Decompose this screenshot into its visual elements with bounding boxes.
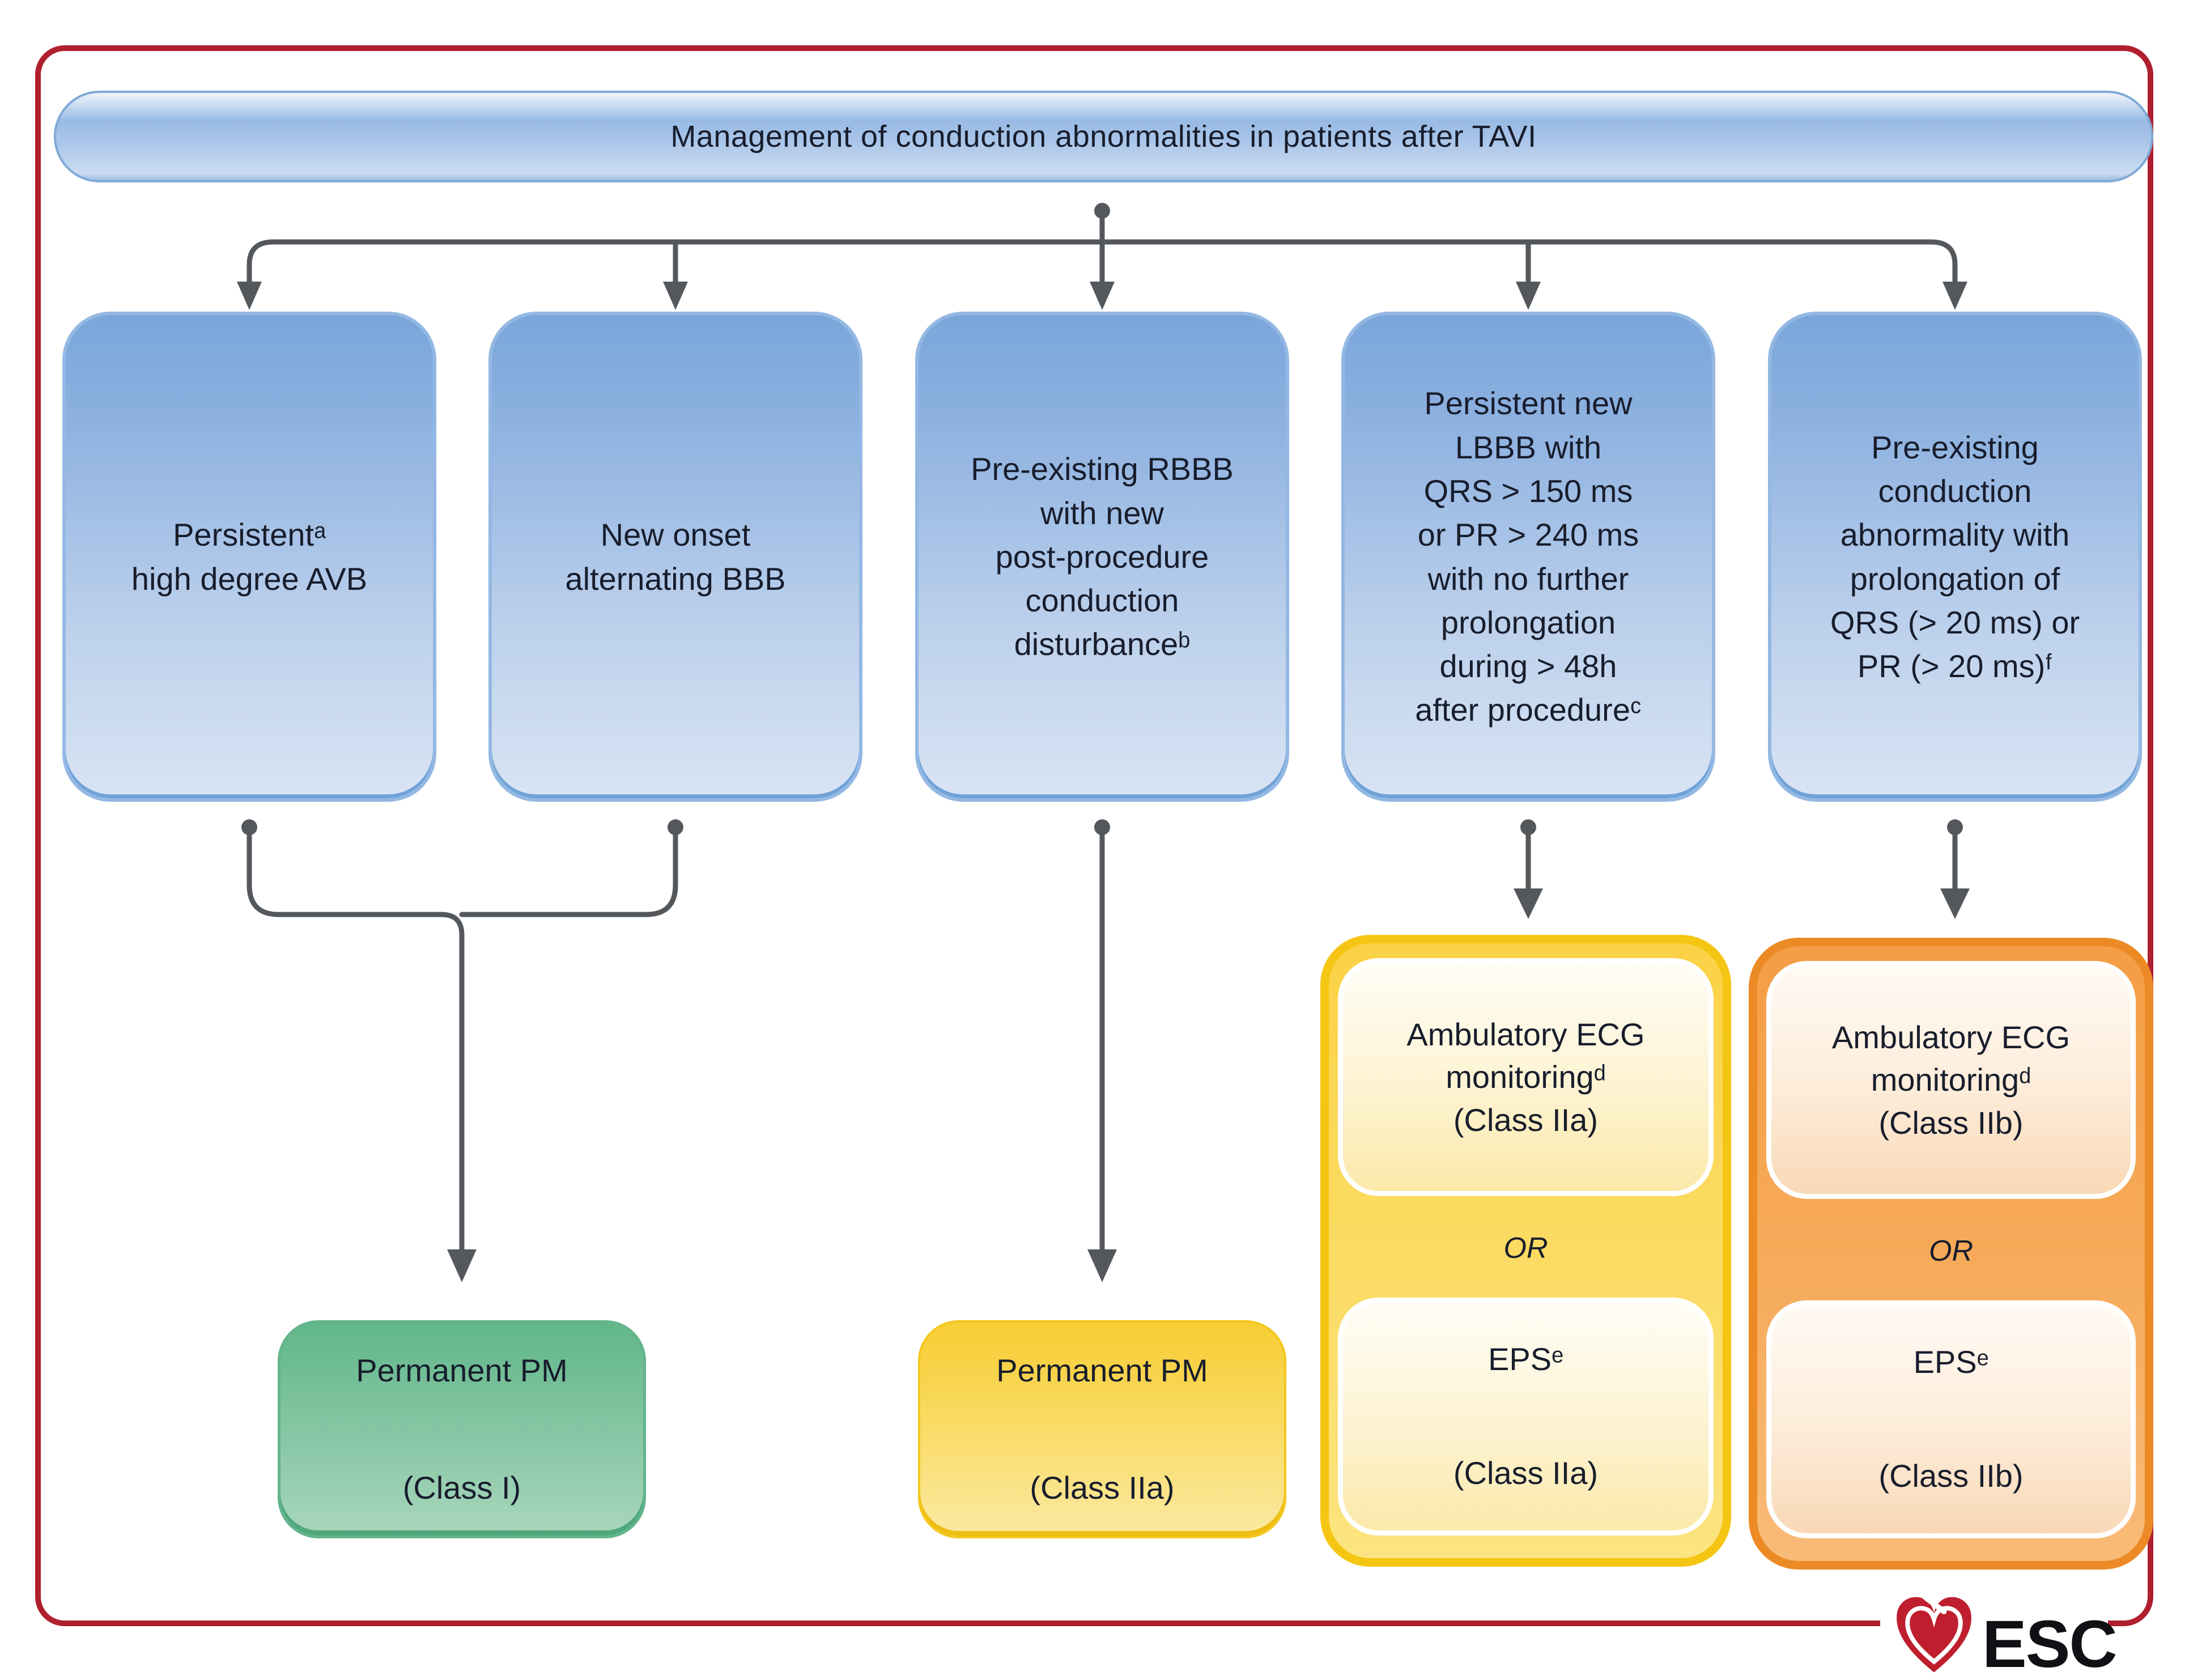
esc-logo-text: ESC	[1982, 1607, 2118, 1680]
outcome-group-class-iia: Ambulatory ECG monitoringᵈ (Class IIa) O…	[1320, 935, 1731, 1567]
condition-box-persistent-high-degree-avb: Persistentᵃ high degree AVB	[62, 312, 436, 802]
condition-box-pre-existing-abnormality-prolongation: Pre-existing conduction abnormality with…	[1768, 312, 2142, 802]
condition-box-text: Persistentᵃ high degree AVB	[131, 517, 368, 597]
or-label: OR	[1757, 1211, 2145, 1291]
or-text: OR	[1503, 1232, 1548, 1265]
condition-box-text: Persistent new LBBB with QRS > 150 ms or…	[1415, 385, 1642, 728]
outcome-permanent-pm-class-i: Permanent PM (Class I)	[278, 1320, 646, 1538]
condition-box-persistent-new-lbbb: Persistent new LBBB with QRS > 150 ms or…	[1341, 312, 1715, 802]
outcome-text: Permanent PM (Class I)	[356, 1352, 568, 1506]
eps-box-class-iib: EPSᵉ (Class IIb)	[1766, 1300, 2136, 1538]
outcome-permanent-pm-class-iia: Permanent PM (Class IIa)	[918, 1320, 1286, 1538]
condition-box-text: New onset alternating BBB	[565, 517, 786, 597]
ecg-monitoring-box-class-iib: Ambulatory ECG monitoringᵈ (Class IIb)	[1766, 961, 2136, 1199]
condition-box-text: Pre-existing conduction abnormality with…	[1830, 429, 2080, 684]
condition-box-text: Pre-existing RBBB with new post-procedur…	[971, 451, 1234, 662]
or-text: OR	[1929, 1235, 1973, 1268]
condition-box-new-onset-alternating-bbb: New onset alternating BBB	[488, 312, 862, 802]
title-bar: Management of conduction abnormalities i…	[54, 91, 2153, 182]
esc-heart-icon	[1897, 1594, 1971, 1673]
or-label: OR	[1329, 1209, 1723, 1288]
figure-frame	[35, 45, 2153, 1626]
outcome-text: Permanent PM (Class IIa)	[996, 1352, 1208, 1506]
ecg-monitoring-text: Ambulatory ECG monitoringᵈ (Class IIa)	[1406, 1016, 1645, 1138]
eps-text: EPSᵉ (Class IIa)	[1453, 1341, 1599, 1491]
ecg-monitoring-box-class-iia: Ambulatory ECG monitoringᵈ (Class IIa)	[1338, 958, 1714, 1196]
title-text: Management of conduction abnormalities i…	[670, 120, 1537, 154]
eps-box-class-iia: EPSᵉ (Class IIa)	[1338, 1298, 1714, 1536]
ecg-monitoring-text: Ambulatory ECG monitoringᵈ (Class IIb)	[1831, 1019, 2071, 1141]
eps-text: EPSᵉ (Class IIb)	[1878, 1343, 2024, 1494]
outcome-group-class-iib: Ambulatory ECG monitoringᵈ (Class IIb) O…	[1749, 938, 2153, 1570]
condition-box-pre-existing-rbbb: Pre-existing RBBB with new post-procedur…	[915, 312, 1289, 802]
